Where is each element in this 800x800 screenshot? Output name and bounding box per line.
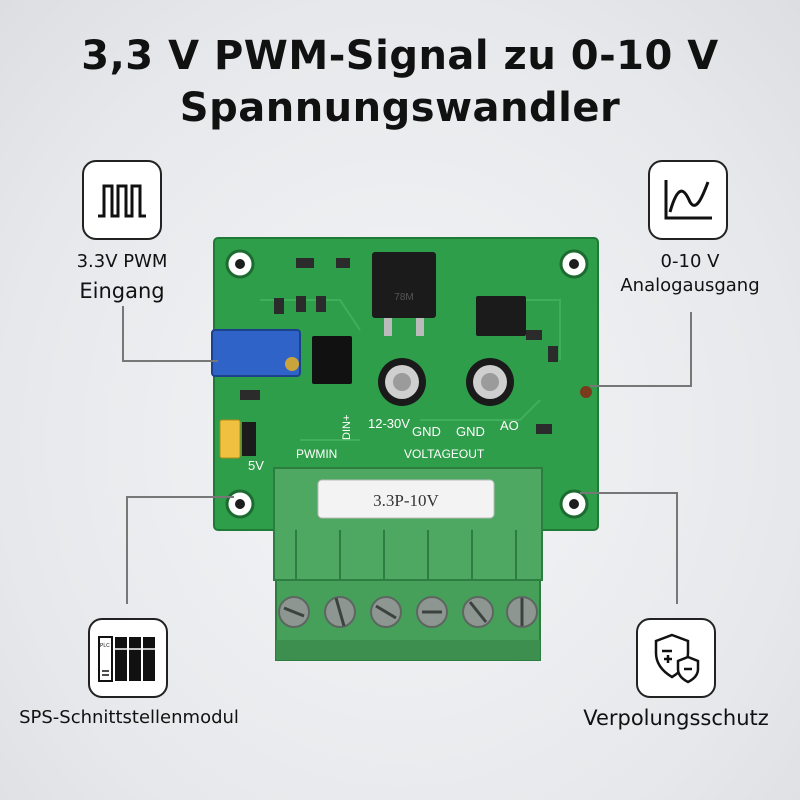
plc-icon-box: PLC [88,618,168,698]
silk-gnd-2: GND [456,424,485,439]
potentiometer [211,329,301,377]
pwm-square-wave-icon [98,184,146,218]
plc-label: SPS-Schnittstellenmodul [19,707,239,728]
analog-output-line-1: 0-10 V [660,251,720,272]
connector-shield [676,492,678,604]
connector-shield-h [580,492,678,494]
connector-pwm [122,306,124,362]
connector-analog [690,312,692,386]
page-title: 3,3 V PWM-Signal zu 0-10 V Spannungswand… [0,30,800,134]
terminal-screws [278,596,538,628]
shield-icon-box [636,618,716,698]
silk-voltageout: VOLTAGEOUT [404,447,485,461]
optocoupler [312,336,352,384]
pwm-input-line-2: Eingang [79,279,165,303]
pwm-input-icon-box [82,160,162,240]
title-line-2: Spannungswandler [179,85,621,131]
analog-output-label: 0-10 V Analogausgang [600,250,780,298]
silk-ao: AO [500,418,519,433]
analog-output-line-2: Analogausgang [620,275,760,296]
capacitor-left [378,358,426,406]
pwm-input-label: 3.3V PWM Eingang [56,250,188,304]
analog-output-icon-box [648,160,728,240]
terminal-label: 3.3P-10V [373,491,439,510]
plc-module-icon: PLC [98,636,155,682]
regulator-marking: 78M [394,292,413,303]
title-line-1: 3,3 V PWM-Signal zu 0-10 V [81,33,719,79]
terminal-block: 3.3P-10V [273,467,543,661]
analog-curve-icon [664,180,712,220]
silk-din: DIN+ [341,415,353,440]
capacitor-right [466,358,514,406]
silk-5v: 5V [248,458,264,473]
silk-supply: 12-30V [368,416,410,431]
connector-analog-h [590,385,692,387]
op-amp-chip [476,296,526,336]
silk-gnd-1: GND [412,424,441,439]
connector-pwm-h [122,360,218,362]
pwm-input-line-1: 3.3V PWM [76,251,168,272]
jumper [219,419,241,459]
plc-icon-text: PLC [100,643,110,649]
shield-plus-minus-icon [654,633,700,684]
shield-label: Verpolungsschutz [583,706,769,730]
silk-pwmin: PWMIN [296,447,337,461]
terminal-label-plate [317,479,495,519]
connector-plc [126,496,128,604]
voltage-regulator [372,252,436,318]
connector-plc-h [126,496,234,498]
